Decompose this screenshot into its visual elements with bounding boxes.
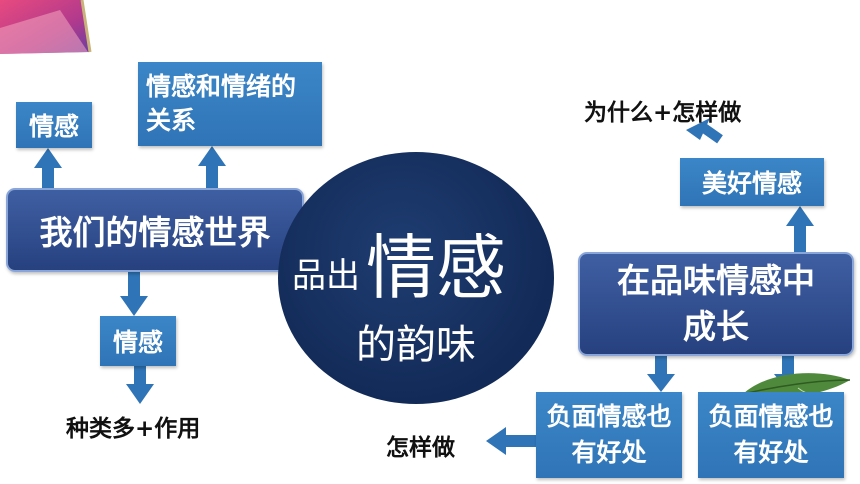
node-good-emotion-label: 美好情感	[701, 169, 802, 198]
node-our-emotion-world: 我们的情感世界	[6, 188, 304, 272]
node-negative-a: 负面情感也有好处	[536, 392, 682, 478]
node-emotion-top: 情感	[16, 102, 92, 148]
center-bottom-text: 的韵味	[356, 322, 476, 368]
corner-decoration	[0, 0, 96, 54]
text-how: 怎样做	[386, 435, 455, 461]
node-emotion-relation: 情感和情绪的关系	[138, 62, 322, 146]
node-negative-a-label: 负面情感也有好处	[546, 402, 672, 467]
center-big-text: 情感	[366, 227, 506, 309]
node-our-emotion-world-label: 我们的情感世界	[39, 213, 271, 252]
node-emotion-bottom-label: 情感	[112, 328, 163, 357]
node-negative-b-label: 负面情感也有好处	[708, 402, 834, 467]
node-negative-b: 负面情感也有好处	[698, 392, 844, 478]
node-good-emotion: 美好情感	[680, 158, 824, 206]
center-small-text: 品出	[292, 256, 360, 296]
node-grow-with-emotion-label: 在品味情感中成长	[617, 261, 815, 346]
text-types-function: 种类多+作用	[66, 416, 201, 442]
node-emotion-bottom: 情感	[100, 316, 176, 366]
node-emotion-top-label: 情感	[28, 112, 79, 141]
node-emotion-relation-label: 情感和情绪的关系	[146, 72, 297, 135]
node-grow-with-emotion: 在品味情感中成长	[578, 252, 854, 356]
text-why-how: 为什么+怎样做	[584, 100, 742, 126]
center-circle: 品出 情感 的韵味	[278, 152, 554, 404]
